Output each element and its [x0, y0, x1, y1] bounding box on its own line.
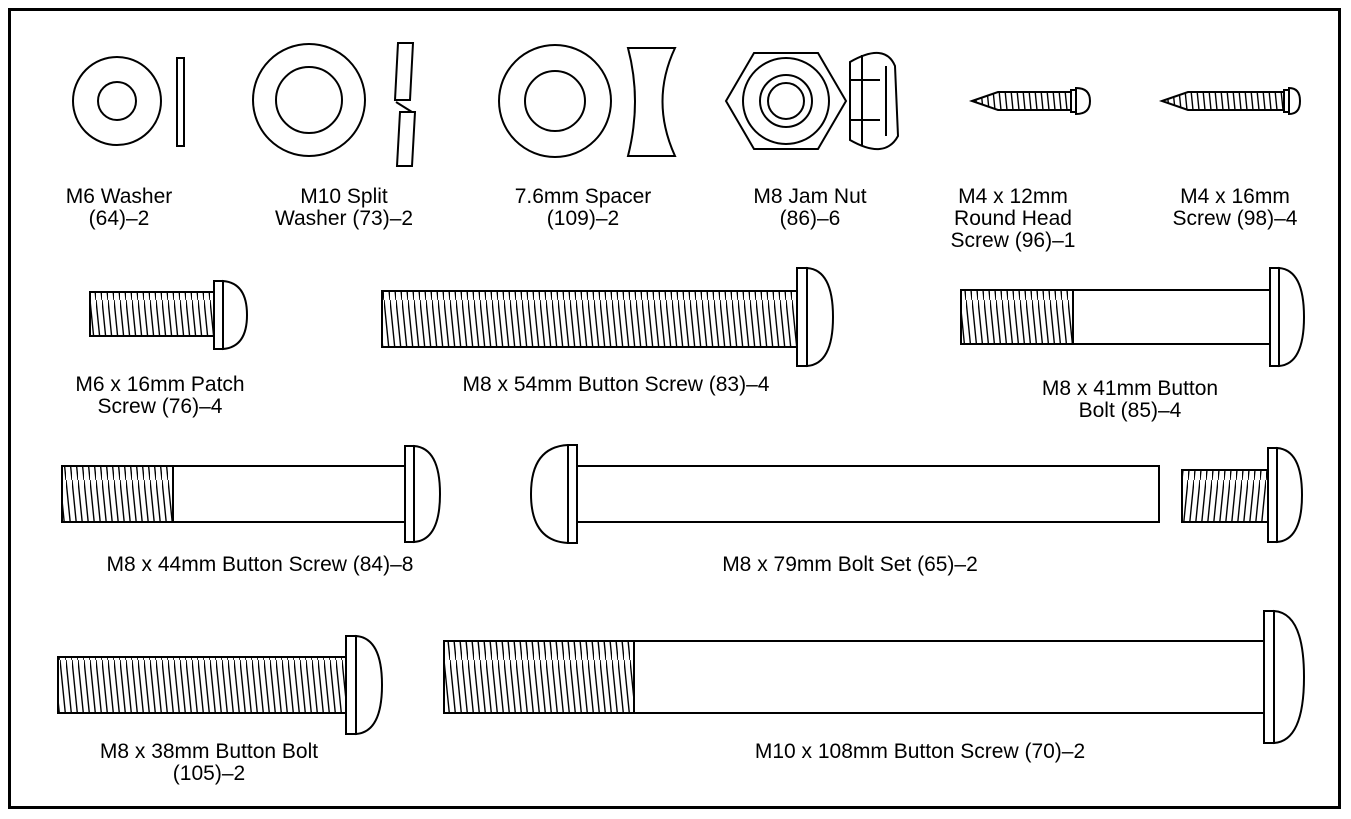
m10-108mm-button-screw-drawing	[443, 609, 1306, 745]
spacer-7-6mm-label: 7.6mm Spacer (109)–2	[514, 185, 652, 230]
m6-washer-drawing	[72, 56, 185, 147]
m8-54mm-button-screw-drawing	[381, 266, 835, 368]
m8-38mm-button-bolt-label: M8 x 38mm Button Bolt (105)–2	[99, 740, 319, 785]
spacer-7-6mm-drawing	[498, 44, 677, 158]
m8-44mm-button-screw-drawing	[61, 444, 442, 544]
m4-12mm-round-head-screw-drawing	[968, 86, 1092, 116]
m4-16mm-screw-drawing	[1158, 86, 1302, 116]
m4-16mm-screw-label: M4 x 16mm Screw (98)–4	[1172, 185, 1298, 230]
m10-split-washer-label: M10 Split Washer (73)–2	[274, 185, 414, 230]
m6-16mm-patch-screw-label: M6 x 16mm Patch Screw (76)–4	[75, 373, 245, 418]
m6-washer-label: M6 Washer (64)–2	[65, 185, 173, 230]
m6-16mm-patch-screw-drawing	[89, 279, 249, 351]
m4-12mm-round-head-screw-label: M4 x 12mm Round Head Screw (96)–1	[950, 185, 1076, 252]
m10-split-washer-drawing	[252, 42, 417, 167]
m8-41mm-button-bolt-drawing	[960, 266, 1306, 368]
m8-jam-nut-drawing	[724, 52, 900, 150]
m8-54mm-button-screw-label: M8 x 54mm Button Screw (83)–4	[462, 373, 770, 396]
m8-44mm-button-screw-label: M8 x 44mm Button Screw (84)–8	[106, 553, 414, 576]
m10-108mm-button-screw-label: M10 x 108mm Button Screw (70)–2	[754, 740, 1086, 763]
parts-identification-chart-frame	[8, 8, 1341, 809]
m8-79mm-bolt-set-label: M8 x 79mm Bolt Set (65)–2	[722, 553, 978, 576]
m8-41mm-button-bolt-label: M8 x 41mm Button Bolt (85)–4	[1041, 377, 1219, 422]
m8-38mm-button-bolt-drawing	[57, 634, 384, 736]
m8-jam-nut-label: M8 Jam Nut (86)–6	[753, 185, 867, 230]
m8-79mm-bolt-set-drawing	[529, 443, 1304, 545]
